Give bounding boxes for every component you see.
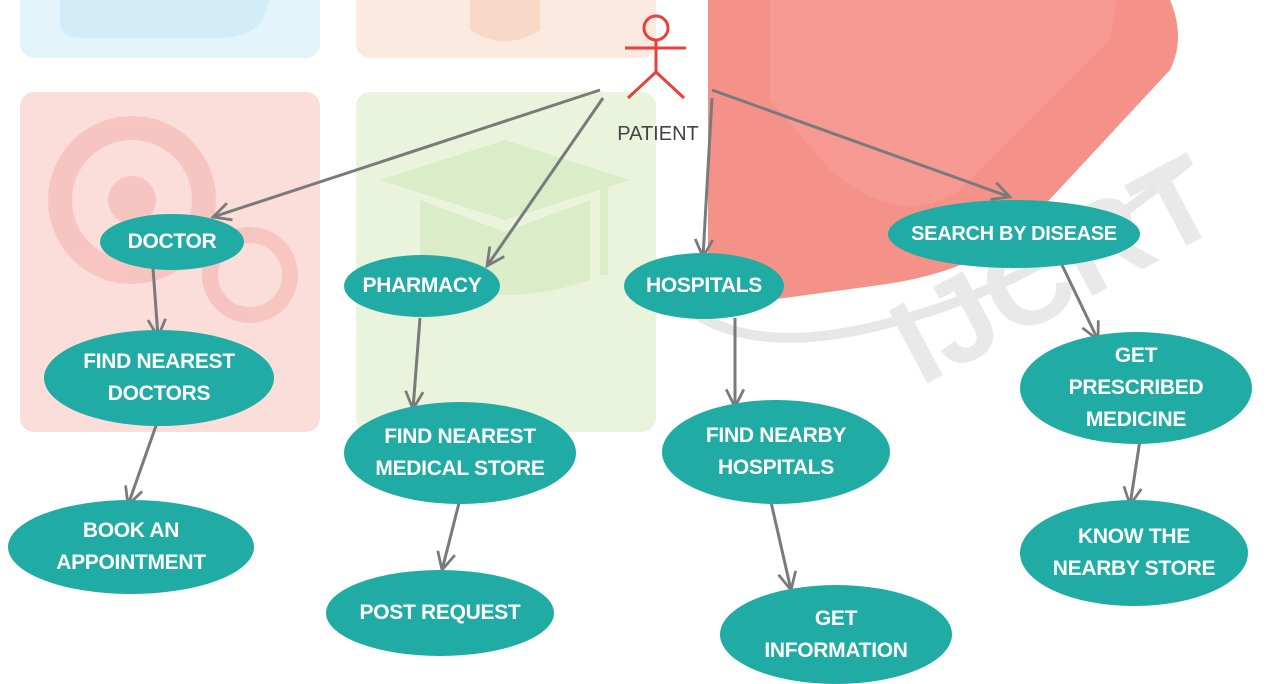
actor-label-patient: PATIENT (617, 123, 699, 145)
edge-get-prescribed-medicine-know-the-nearby-store (1130, 439, 1140, 505)
stick-figure-icon (625, 14, 686, 100)
node-find-nearby-hospitals: FIND NEARBY HOSPITALS (662, 400, 890, 504)
node-find-nearest-medical-store: FIND NEAREST MEDICAL STORE (344, 402, 576, 504)
node-pharmacy: PHARMACY (344, 255, 500, 317)
edge-patient-pharmacy (487, 97, 605, 266)
edge-doctor-find-nearest-doctors (153, 267, 158, 337)
book-icon (770, 0, 1117, 206)
edge-find-nearest-doctors-book-an-appointment (128, 419, 160, 505)
node-find-nearest-doctors: FIND NEAREST DOCTORS (44, 330, 274, 426)
edge-pharmacy-find-nearest-medical-store (413, 317, 420, 409)
bulb-icon (470, 0, 540, 41)
edge-patient-hospitals (703, 97, 712, 257)
node-get-information: GET INFORMATION (720, 585, 952, 684)
node-post-request: POST REQUEST (326, 570, 554, 656)
node-get-prescribed-medicine: GET PRESCRIBED MEDICINE (1020, 332, 1252, 444)
edge-search-by-disease-get-prescribed-medicine (1060, 264, 1098, 340)
hand-icon (60, 0, 270, 38)
gear-icon (48, 116, 298, 323)
node-search-by-disease: SEARCH BY DISEASE (888, 200, 1140, 268)
edge-patient-doctor (213, 88, 601, 217)
node-hospitals: HOSPITALS (624, 253, 784, 319)
node-know-the-nearby-store: KNOW THE NEARBY STORE (1020, 500, 1248, 606)
node-doctor: DOCTOR (100, 214, 244, 270)
node-book-an-appointment: BOOK AN APPOINTMENT (8, 500, 254, 594)
edge-patient-search-by-disease (711, 88, 1010, 197)
edge-find-nearby-hospitals-get-information (769, 501, 791, 590)
edge-find-nearest-medical-store-post-request (442, 502, 461, 570)
